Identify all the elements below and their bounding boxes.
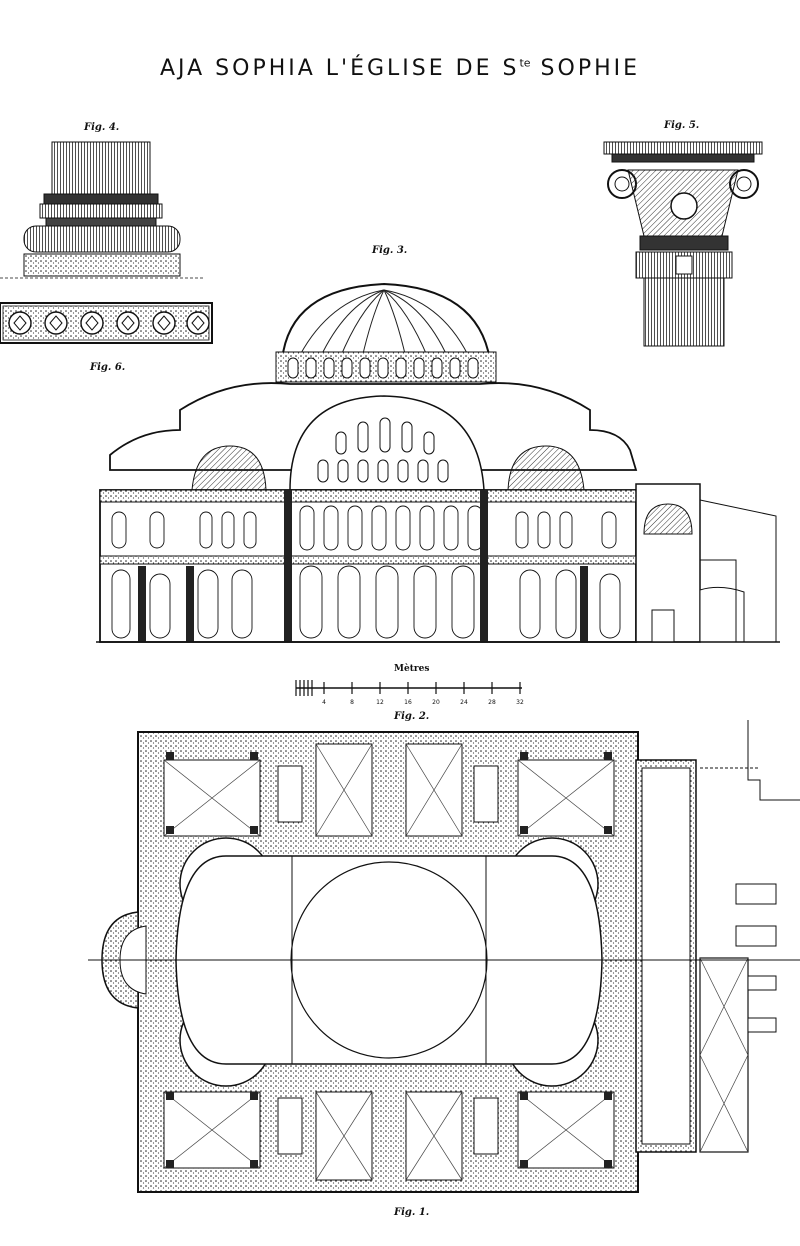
fig-1-ground-plan [88,720,800,1193]
scale-tick-0: 4 [322,699,326,706]
scale-tick-2: 12 [376,699,384,706]
fig-2-scale-bar [295,680,522,696]
title-end: SOPHIE [530,56,641,81]
title-superscript: te [519,56,531,70]
fig-3-section [96,282,780,643]
title-main: AJA SOPHIA L'ÉGLISE DE S [159,56,520,81]
fig-5-label: Fig. 5. [664,120,700,131]
fig-4-label: Fig. 4. [84,122,120,133]
scale-tick-5: 24 [460,699,468,706]
fig-2-label: Fig. 2. [394,711,430,722]
scale-title: Mètres [394,664,430,674]
fig-1-label: Fig. 1. [394,1207,430,1218]
scale-tick-1: 8 [350,699,354,706]
fig-6-ornament-band [0,302,213,344]
plate-title: AJA SOPHIA L'ÉGLISE DE Ste SOPHIE [0,56,800,81]
fig-6-label: Fig. 6. [90,362,126,373]
scale-tick-4: 20 [432,699,440,706]
fig-3-label: Fig. 3. [372,245,408,256]
scale-tick-3: 16 [404,699,412,706]
fig-5-capital [603,141,763,347]
scale-tick-7: 32 [516,699,524,706]
scale-tick-6: 28 [488,699,496,706]
fig-4-column-base [0,141,205,279]
